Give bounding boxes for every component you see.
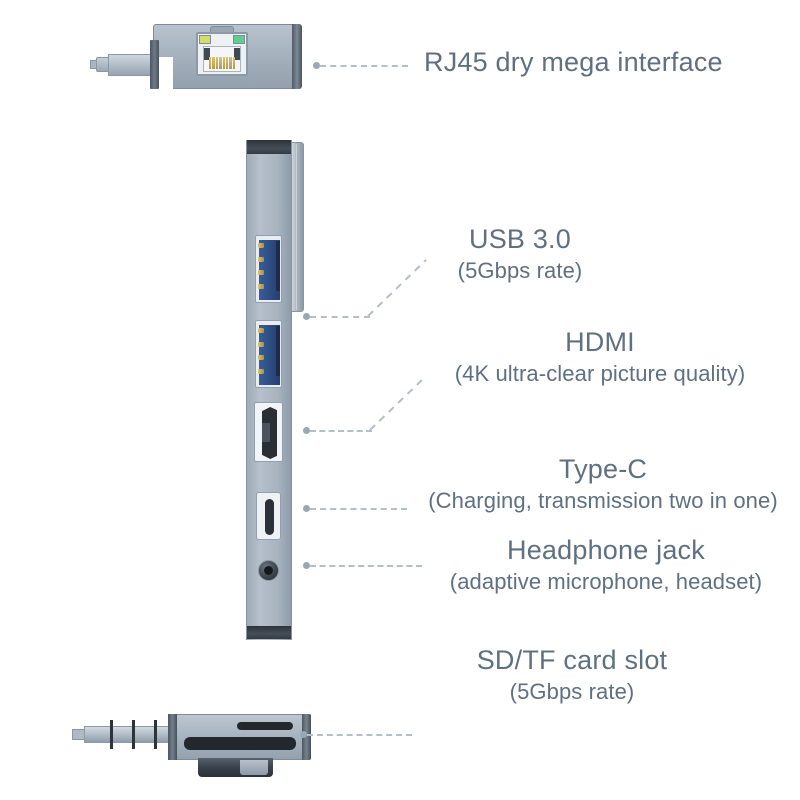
callout-typec-title: Type-C — [558, 454, 648, 484]
rj45-clip-right — [234, 48, 240, 60]
callout-sdtf-title: SD/TF card slot — [476, 645, 668, 675]
callout-usb3-title: USB 3.0 — [469, 224, 571, 254]
usb3-blue-insert — [259, 325, 280, 385]
leader-dot-headphone — [303, 562, 310, 569]
leader-line-typec — [310, 508, 407, 510]
rj45-right-edge-trim — [292, 24, 302, 89]
sd-tf-card-reader-illustration — [62, 700, 312, 785]
rj45-left-edge-trim — [150, 40, 159, 89]
callout-headphone: Headphone jack (adaptive microphone, hea… — [428, 533, 784, 597]
usb3-blue-insert — [259, 240, 280, 300]
rj45-adapter-illustration — [78, 12, 318, 102]
callout-sdtf-sub: (5Gbps rate) — [509, 679, 635, 704]
rj45-gold-pins — [209, 57, 235, 69]
leader-line-headphone — [310, 565, 422, 567]
usb3-gold-pins — [258, 328, 264, 374]
sd-underside-highlight — [240, 760, 268, 775]
leader-dot-hdmi — [303, 427, 310, 434]
usb3-slot-shadow — [276, 326, 280, 376]
callout-sdtf: SD/TF card slot (5Gbps rate) — [434, 643, 710, 707]
leader-line-hdmi-horizontal — [310, 430, 372, 432]
hub-side-tab-highlight — [296, 144, 297, 310]
leader-dot-rj45 — [313, 62, 320, 69]
callout-usb3: USB 3.0 (5Gbps rate) — [430, 222, 610, 286]
hub-body — [246, 140, 292, 640]
leader-line-sdtf — [307, 734, 412, 736]
callout-headphone-title: Headphone jack — [507, 535, 705, 565]
rj45-clip-left — [204, 48, 210, 60]
hub-top-cap — [247, 140, 291, 154]
sd-connector-rib — [132, 720, 135, 749]
hub-bottom-cap — [247, 626, 291, 639]
sd-right-edge-trim — [302, 714, 311, 760]
leader-line-usb3-diagonal — [367, 259, 427, 317]
rj45-led-yellow-icon — [199, 35, 211, 44]
typec-cavity — [265, 499, 274, 535]
leader-line-rj45 — [320, 65, 408, 67]
callout-hdmi-sub: (4K ultra-clear picture quality) — [454, 361, 746, 386]
headphone-jack-hole — [264, 566, 273, 575]
hub-side-tab — [291, 142, 304, 312]
callout-usb3-sub: (5Gbps rate) — [457, 258, 583, 283]
leader-dot-usb3 — [303, 313, 310, 320]
hub-typec-port — [256, 492, 281, 540]
sd-card-slot — [184, 737, 296, 750]
leader-dot-typec — [303, 505, 310, 512]
hub-usb3-port-lower — [255, 320, 282, 388]
usb3-slot-shadow — [276, 241, 280, 291]
callout-headphone-sub: (adaptive microphone, headset) — [449, 569, 763, 594]
tf-card-slot — [237, 722, 293, 730]
callout-rj45: RJ45 dry mega interface — [424, 45, 723, 79]
hdmi-notch — [262, 423, 270, 442]
sd-left-edge-trim — [168, 714, 177, 760]
sd-connector-rib — [110, 720, 113, 749]
callout-rj45-title: RJ45 dry mega interface — [424, 47, 723, 77]
hub-illustration — [246, 140, 306, 640]
hub-hdmi-port — [254, 402, 283, 462]
sd-connector-arm — [84, 726, 172, 743]
sd-connector-rib — [154, 720, 157, 749]
rj45-led-green-icon — [233, 35, 245, 44]
callout-hdmi-title: HDMI — [565, 327, 635, 357]
usb3-gold-pins — [258, 243, 264, 289]
leader-line-usb3-horizontal — [310, 316, 370, 318]
callout-hdmi: HDMI (4K ultra-clear picture quality) — [424, 325, 776, 389]
leader-dot-sdtf — [300, 731, 307, 738]
hub-usb3-port-upper — [255, 235, 282, 303]
callout-typec-sub: (Charging, transmission two in one) — [428, 488, 778, 513]
callout-typec: Type-C (Charging, transmission two in on… — [408, 452, 798, 516]
